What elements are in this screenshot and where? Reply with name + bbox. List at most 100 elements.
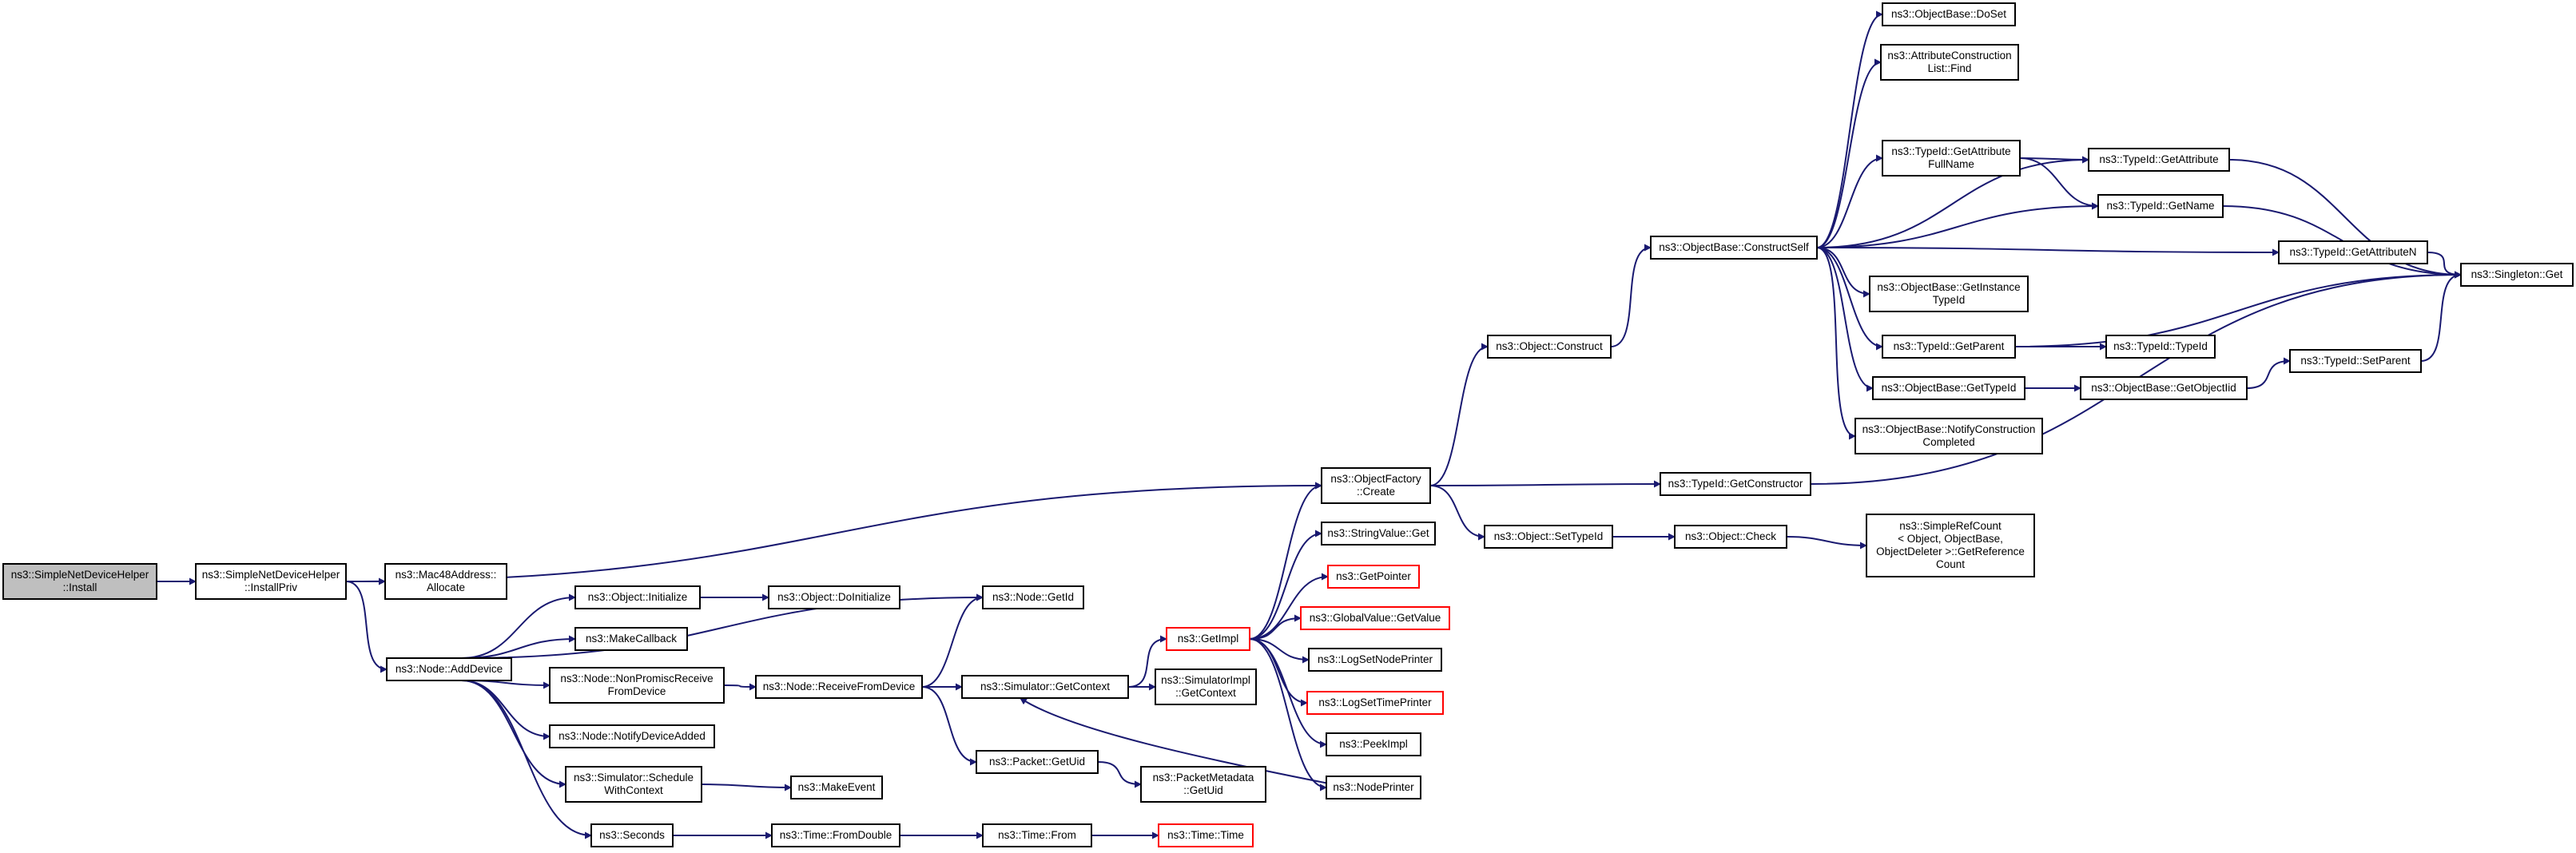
node-box [1321,522,1436,546]
node-label: ns3::ObjectBase::GetObjectIid [2091,382,2236,394]
node-seconds[interactable]: ns3::Seconds [590,823,674,847]
node-label: ns3::TypeId::GetName [2106,200,2214,212]
node-objconstruct[interactable]: ns3::Object::Construct [1487,335,1612,359]
edge-constructself-to-getattributen [1816,247,2280,256]
node-getcontext[interactable]: ns3::Simulator::GetContext [961,675,1129,699]
node-box [1326,776,1421,799]
node-singleton[interactable]: ns3::Singleton::Get [2460,263,2574,287]
node-label: ns3::TypeId::GetConstructor [1668,478,1803,490]
node-box [574,627,688,651]
node-label: ns3::Simulator::GetContext [980,680,1110,692]
node-constructself[interactable]: ns3::ObjectBase::ConstructSelf [1650,236,1818,260]
node-timetime[interactable]: ns3::Time::Time [1158,823,1254,847]
node-box [1650,236,1818,260]
node-label: ns3::TypeId::GetAttribute [2099,153,2218,165]
node-label: ns3::MakeEvent [798,781,876,793]
node-label: WithContext [604,784,663,796]
node-box [2289,349,2422,373]
node-typeidtypeid[interactable]: ns3::TypeId::TypeId [2105,335,2216,359]
node-getname[interactable]: ns3::TypeId::GetName [2097,194,2224,218]
node-fromdouble[interactable]: ns3::Time::FromDouble [771,823,900,847]
edge-adddevice-to-nodegetid [461,593,984,659]
node-getattribute[interactable]: ns3::TypeId::GetAttribute [2088,148,2230,172]
node-install[interactable]: ns3::SimpleNetDeviceHelper::Install [2,563,157,600]
node-makecallback[interactable]: ns3::MakeCallback [574,627,688,651]
node-packetgetuid[interactable]: ns3::Packet::GetUid [976,750,1099,774]
node-basegettypeid[interactable]: ns3::ObjectBase::GetTypeId [1872,376,2025,400]
node-timefrom[interactable]: ns3::Time::From [982,823,1092,847]
node-objcheck[interactable]: ns3::Object::Check [1674,525,1787,549]
node-label: ns3::Time::From [998,829,1076,841]
node-installpriv[interactable]: ns3::SimpleNetDeviceHelper::InstallPriv [195,563,347,600]
node-getobjectiid[interactable]: ns3::ObjectBase::GetObjectIid [2080,376,2248,400]
node-box [2097,194,2224,218]
node-getparent[interactable]: ns3::TypeId::GetParent [1882,335,2016,359]
node-box [1300,606,1450,630]
node-label: Count [1936,558,1965,570]
edge-getattributen-to-singleton [2427,252,2462,279]
node-pmetauid[interactable]: ns3::PacketMetadata::GetUid [1140,766,1266,803]
node-doset[interactable]: ns3::ObjectBase::DoSet [1882,2,2016,26]
node-getpointer[interactable]: ns3::GetPointer [1327,565,1420,589]
node-box [2278,240,2428,264]
node-globalvalue[interactable]: ns3::GlobalValue::GetValue [1300,606,1450,630]
node-settypeid[interactable]: ns3::Object::SetTypeId [1484,525,1613,549]
node-label: ns3::TypeId::SetParent [2300,355,2411,367]
node-label: ns3::TypeId::GetParent [1894,340,2005,352]
node-receivefromdevice[interactable]: ns3::Node::ReceiveFromDevice [755,675,923,699]
node-box [1882,335,2016,359]
node-makeevent[interactable]: ns3::MakeEvent [790,776,883,799]
edge-receivefromdevice-to-nodegetid [921,593,984,688]
edge-schedule-to-makeevent [701,784,792,792]
node-box [2,563,157,600]
node-objinit[interactable]: ns3::Object::Initialize [574,585,701,609]
node-label: ns3::Object::Construct [1496,340,1603,352]
node-box [1869,276,2029,312]
node-box [961,675,1129,699]
node-box [1326,732,1421,756]
node-label: ns3::Singleton::Get [2471,268,2563,280]
node-adddevice[interactable]: ns3::Node::AddDevice [386,657,512,681]
node-simimplctx[interactable]: ns3::SimulatorImpl::GetContext [1155,669,1257,705]
node-logtimeprinter[interactable]: ns3::LogSetTimePrinter [1306,691,1444,715]
node-label: ns3::Object::Check [1685,530,1776,542]
node-label: ns3::Node::GetId [992,591,1074,603]
edge-setparent-to-singleton [2420,271,2462,362]
node-box [1484,525,1613,549]
node-doinit[interactable]: ns3::Object::DoInitialize [768,585,900,609]
node-label: ::Install [63,581,97,593]
node-getconstructor[interactable]: ns3::TypeId::GetConstructor [1660,472,1811,496]
node-box [1854,418,2043,454]
node-label: ns3::Seconds [599,829,665,841]
node-box [1674,525,1787,549]
node-lognodeprinter[interactable]: ns3::LogSetNodePrinter [1308,648,1442,672]
node-objfactory[interactable]: ns3::ObjectFactory::Create [1321,467,1431,504]
node-stringvalue[interactable]: ns3::StringValue::Get [1321,522,1436,546]
node-mac48[interactable]: ns3::Mac48Address::Allocate [384,563,507,600]
edge-nonpromisc-to-receivefromdevice [723,683,757,691]
node-setparent[interactable]: ns3::TypeId::SetParent [2289,349,2422,373]
node-getattributen[interactable]: ns3::TypeId::GetAttributeN [2278,240,2428,264]
node-getimpl[interactable]: ns3::GetImpl [1166,627,1250,651]
edge-getobjectiid-to-setparent [2246,357,2291,389]
node-refcount[interactable]: ns3::SimpleRefCount< Object, ObjectBase,… [1866,514,2035,577]
node-nodegetid[interactable]: ns3::Node::GetId [982,585,1084,609]
node-notifyconstruction[interactable]: ns3::ObjectBase::NotifyConstructionCompl… [1854,418,2043,454]
node-nodeprinter[interactable]: ns3::NodePrinter [1326,776,1421,799]
edge-getimpl-to-globalvalue [1249,614,1302,640]
node-peekimpl[interactable]: ns3::PeekImpl [1326,732,1421,756]
node-label: ns3::SimpleNetDeviceHelper [202,569,340,581]
node-label: ns3::TypeId::GetAttributeN [2289,246,2416,258]
edge-objfactory-to-objconstruct [1429,343,1489,486]
node-box [1487,335,1612,359]
edge-constructself-to-doset [1816,10,1883,248]
node-box [768,585,900,609]
node-notifydevice[interactable]: ns3::Node::NotifyDeviceAdded [549,724,715,748]
node-box [2080,376,2248,400]
edge-getattribute-to-singleton [2228,159,2462,279]
